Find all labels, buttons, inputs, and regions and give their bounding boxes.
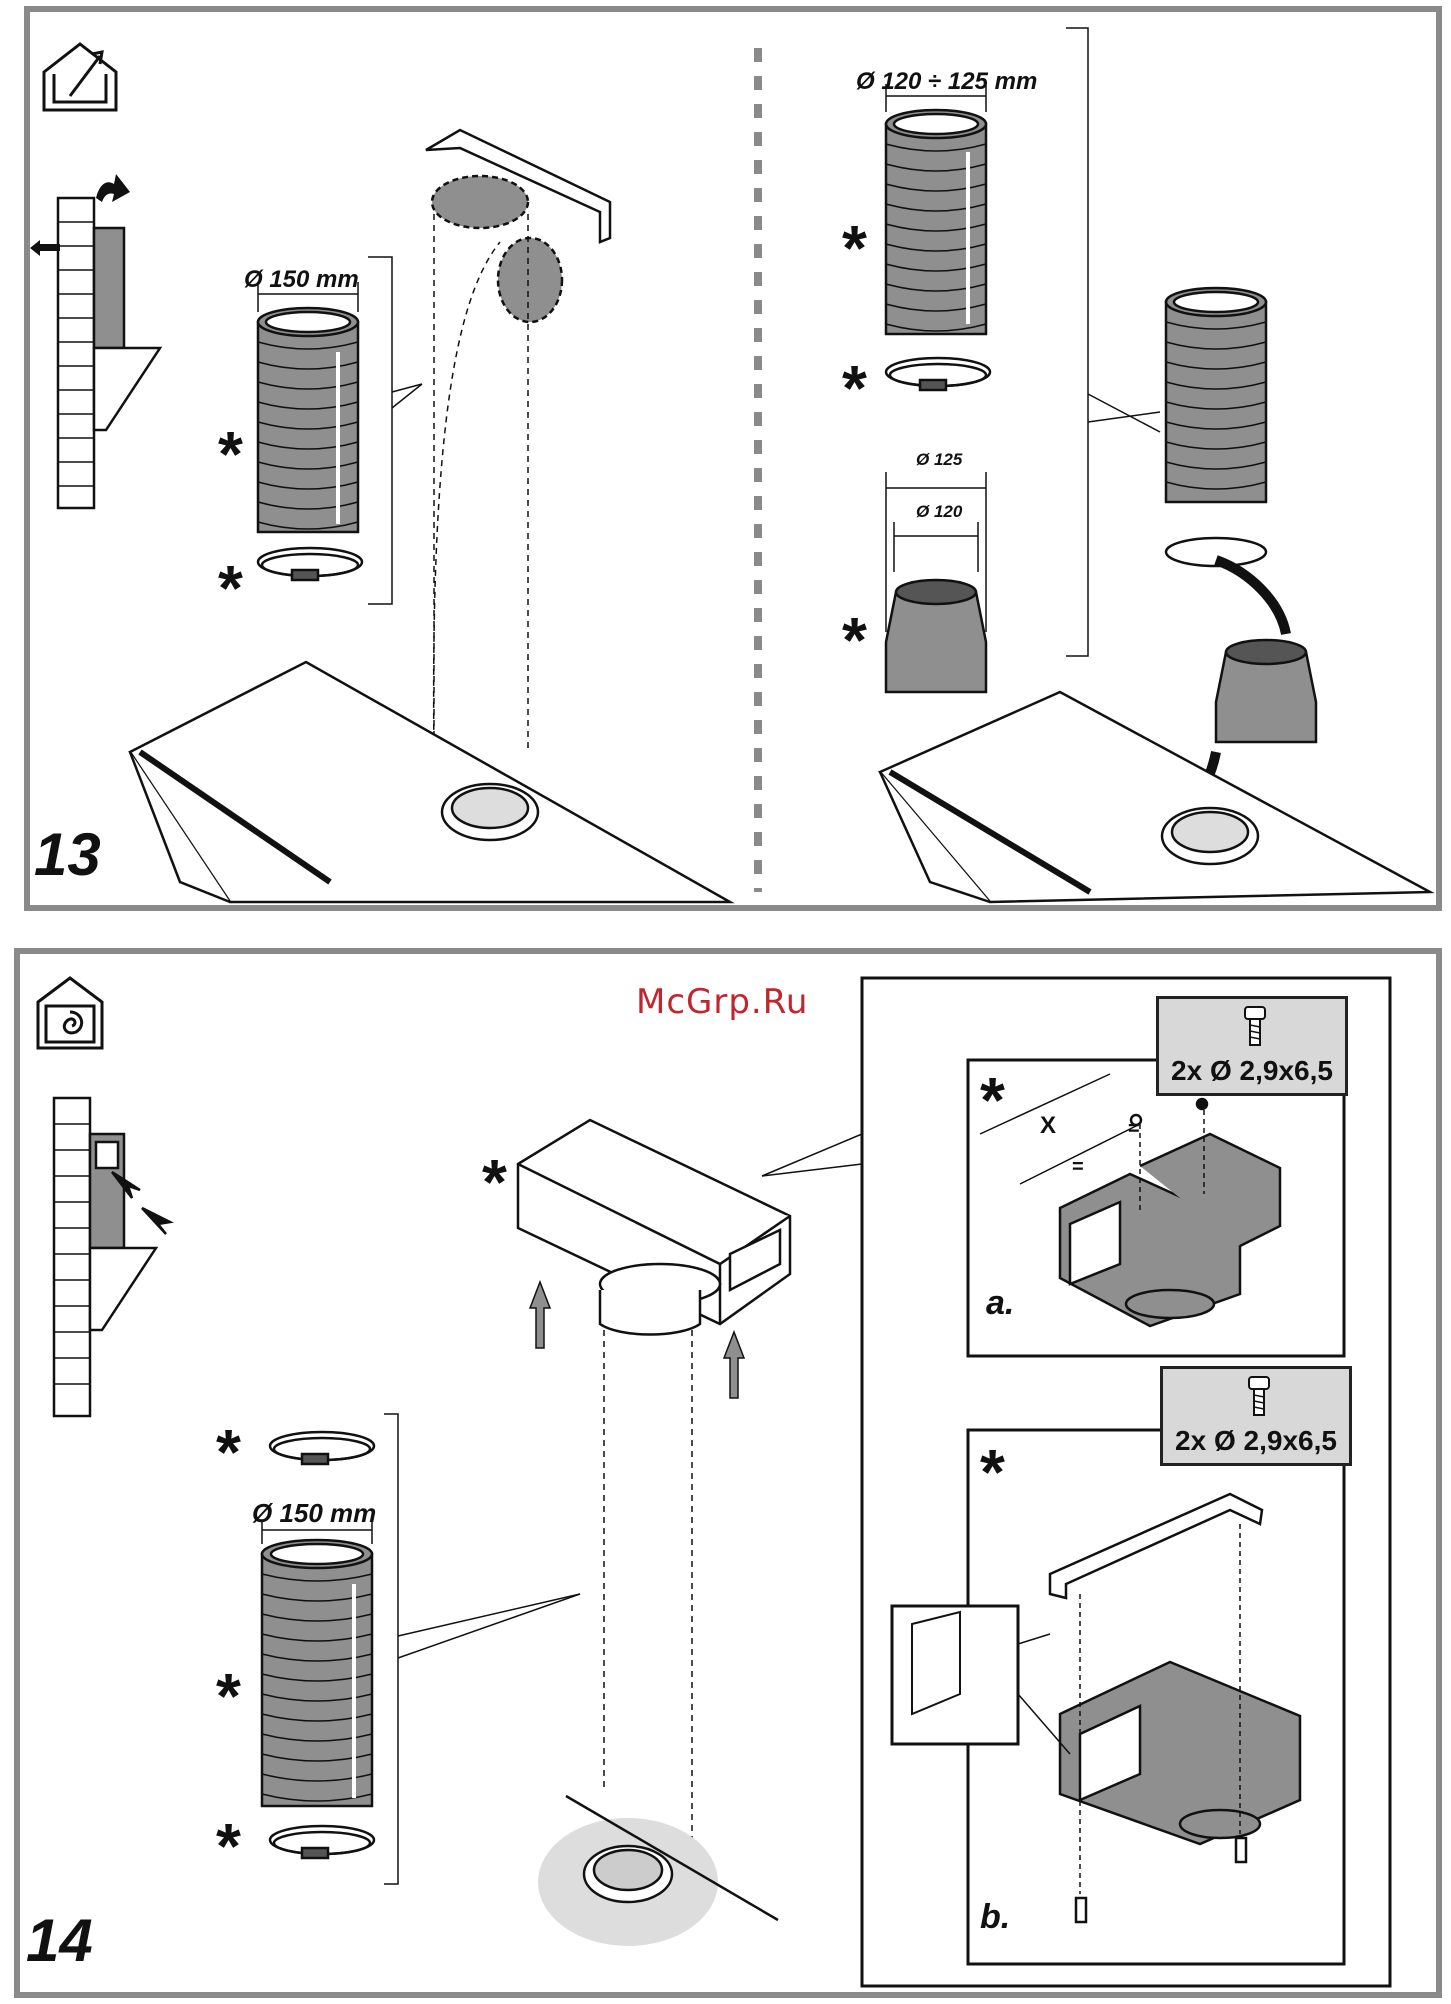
wall-hood-diagram bbox=[58, 198, 160, 508]
diameter-150-label: Ø 150 mm bbox=[244, 266, 359, 294]
step-14-panel: McGrp.Ru * * Ø 150 mm * * 2x Ø 2,9x6,5 *… bbox=[14, 948, 1442, 1998]
hood-body-left bbox=[130, 662, 730, 902]
dashed-guides bbox=[604, 1330, 692, 1852]
flex-duct-120 bbox=[886, 110, 986, 334]
equal-mark: = bbox=[1128, 1118, 1140, 1141]
adapter-outer-label: Ø 125 bbox=[916, 450, 962, 470]
screw-spec-a-text: 2x Ø 2,9x6,5 bbox=[1159, 1055, 1345, 1087]
flex-duct-150 bbox=[258, 308, 358, 532]
deflector-unit bbox=[518, 1120, 790, 1335]
optional-mark: * bbox=[216, 1814, 241, 1878]
adapter-inner-label: Ø 120 bbox=[916, 502, 962, 522]
bracket-lines bbox=[384, 1414, 580, 1884]
screw-spec-b-text: 2x Ø 2,9x6,5 bbox=[1163, 1425, 1349, 1457]
diameter-150-label: Ø 150 mm bbox=[252, 1498, 376, 1529]
detail-a-drawing bbox=[980, 1074, 1280, 1326]
assembled-duct bbox=[1166, 288, 1316, 802]
optional-mark: * bbox=[980, 1068, 1005, 1132]
mounting-bracket bbox=[426, 130, 610, 322]
screw-icon bbox=[1235, 1005, 1275, 1049]
screw-icon bbox=[1239, 1375, 1279, 1419]
screw-spec-b: 2x Ø 2,9x6,5 bbox=[1160, 1366, 1352, 1466]
hose-clamp-bottom bbox=[270, 1826, 374, 1858]
diameter-120-125-label: Ø 120 ÷ 125 mm bbox=[856, 68, 1037, 96]
hood-outlet bbox=[538, 1796, 778, 1946]
flex-duct-150 bbox=[262, 1540, 372, 1806]
optional-mark: * bbox=[980, 1440, 1005, 1504]
step-number: 13 bbox=[34, 820, 101, 889]
dimension-x-label: X bbox=[1040, 1112, 1056, 1140]
detail-b-drawing bbox=[892, 1494, 1300, 1922]
optional-mark: * bbox=[218, 422, 243, 486]
step-13-panel: Ø 150 mm * * Ø 120 ÷ 125 mm * * Ø 125 Ø … bbox=[24, 6, 1442, 911]
optional-mark: * bbox=[218, 556, 243, 620]
optional-mark: * bbox=[842, 608, 867, 672]
ducted-exhaust-icon bbox=[44, 44, 116, 110]
detail-b-label: b. bbox=[980, 1898, 1010, 1937]
hose-clamp-right bbox=[886, 358, 990, 390]
wall-hood-diagram bbox=[54, 1098, 170, 1416]
equal-mark: = bbox=[1072, 1156, 1084, 1179]
optional-mark: * bbox=[842, 216, 867, 280]
callout-line bbox=[762, 1134, 862, 1176]
optional-mark: * bbox=[216, 1420, 241, 1484]
hose-clamp-top bbox=[270, 1432, 374, 1464]
optional-mark: * bbox=[216, 1664, 241, 1728]
recirculation-icon bbox=[38, 978, 102, 1048]
step-number: 14 bbox=[26, 1906, 93, 1975]
detail-frame bbox=[862, 978, 1390, 1986]
optional-mark: * bbox=[842, 356, 867, 420]
bracket-lines-right bbox=[1066, 28, 1160, 656]
watermark: McGrp.Ru bbox=[636, 982, 808, 1022]
optional-mark: * bbox=[482, 1150, 507, 1214]
hose-clamp-left bbox=[258, 548, 362, 580]
detail-a-label: a. bbox=[986, 1284, 1014, 1323]
hood-body-right bbox=[880, 692, 1430, 902]
screw-spec-a: 2x Ø 2,9x6,5 bbox=[1156, 996, 1348, 1096]
bracket-lines-left bbox=[368, 257, 422, 604]
